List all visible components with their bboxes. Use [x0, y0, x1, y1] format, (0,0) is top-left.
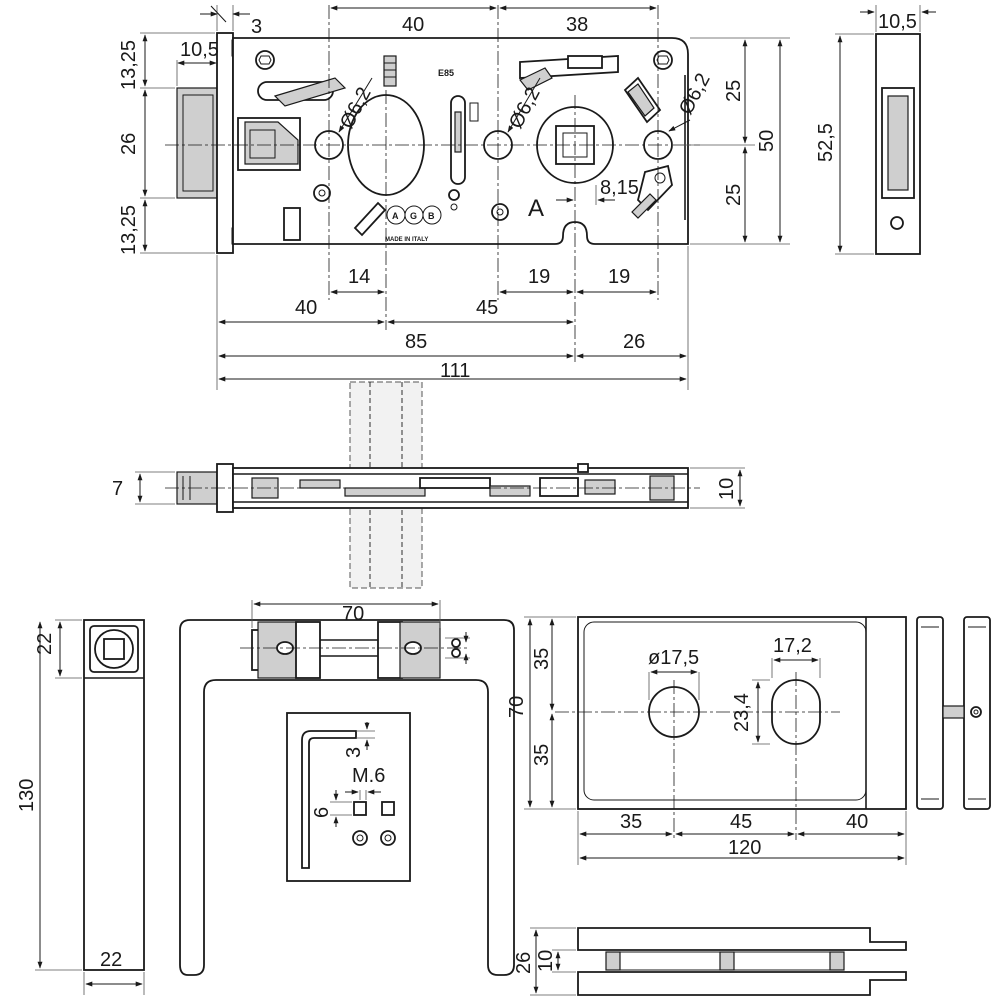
side-section-view: 7 10 — [112, 381, 745, 589]
dim-left-26: 26 — [118, 133, 140, 155]
dim-left-1325-bottom: 13,25 — [118, 205, 140, 255]
dim-bottom-40: 40 — [295, 297, 317, 319]
dim-rosette-172: 17,2 — [773, 635, 812, 657]
dim-handle-22-top: 22 — [34, 633, 56, 655]
dim-bottom-section-26: 26 — [513, 952, 535, 974]
cam-letter: A — [528, 195, 544, 222]
rosette-plate — [577, 616, 907, 810]
dim-key-3: 3 — [343, 747, 365, 758]
dim-left-105: 10,5 — [180, 39, 219, 61]
dim-faceplate-105: 10,5 — [878, 11, 917, 33]
dim-bottom-19b: 19 — [608, 266, 630, 288]
dim-left-1325-top: 13,25 — [118, 40, 140, 90]
dim-bottom-45: 45 — [476, 297, 498, 319]
dim-bottom-19a: 19 — [528, 266, 550, 288]
svg-text:G: G — [410, 211, 417, 221]
dim-section-10: 10 — [716, 478, 738, 500]
dim-cam-815: 8,15 — [600, 177, 639, 199]
svg-text:A: A — [392, 211, 399, 221]
handle-u-view: 70 — [179, 600, 515, 976]
dim-rosette-35-bottom: 35 — [531, 744, 553, 766]
rivet-mid — [491, 203, 509, 221]
dim-bottom-85: 85 — [405, 331, 427, 353]
dim-rosette-35-top: 35 — [531, 648, 553, 670]
rosette-side-left — [916, 616, 944, 810]
dim-bottom-111: 111 — [440, 360, 470, 382]
rosette-view: ø17,5 17,2 23,4 35 35 70 35 45 40 120 — [506, 616, 907, 865]
dim-rosette-175: ø17,5 — [648, 647, 699, 669]
dim-rosette-b120: 120 — [728, 837, 761, 859]
origin-label: MADE IN ITALY — [385, 237, 428, 243]
screw-top-right — [653, 50, 673, 70]
dim-handle-22-bottom: 22 — [100, 949, 122, 971]
rivet-left — [313, 184, 331, 202]
dim-rosette-b40: 40 — [846, 811, 868, 833]
dim-section-7: 7 — [112, 478, 123, 500]
handle-side-view: 22 130 22 — [16, 619, 145, 995]
screw-top-left — [255, 50, 275, 70]
svg-text:B: B — [428, 211, 435, 221]
dim-rosette-70: 70 — [506, 696, 528, 718]
lock-body-view: E85 A G B MADE IN ITALY A — [118, 5, 790, 390]
bottom-section-view: 26 10 — [513, 927, 907, 996]
latch-bolt — [176, 87, 218, 199]
dim-right-50: 50 — [756, 130, 778, 152]
dim-rosette-234: 23,4 — [731, 693, 753, 732]
dim-top-40: 40 — [402, 14, 424, 36]
bottom-section-upper — [577, 927, 907, 951]
bottom-section-lower — [577, 971, 907, 996]
key-card-view: 3 M.6 6 — [286, 712, 411, 882]
front-plate — [216, 32, 234, 254]
dim-bottom-14: 14 — [348, 266, 370, 288]
dim-rosette-b45: 45 — [730, 811, 752, 833]
dim-bottom-section-10: 10 — [535, 950, 557, 972]
agb-logo: A G B — [386, 205, 442, 225]
dim-handle-130: 130 — [16, 779, 38, 812]
dim-top-3: 3 — [251, 16, 262, 38]
dim-rosette-b35: 35 — [620, 811, 642, 833]
dim-key-m6: M.6 — [352, 765, 385, 787]
dim-top-38: 38 — [566, 14, 588, 36]
dim-key-6: 6 — [311, 807, 333, 818]
dim-right-25-bottom: 25 — [723, 184, 745, 206]
dim-right-25-top: 25 — [723, 80, 745, 102]
model-label: E85 — [438, 68, 454, 78]
faceplate-view: 10,5 52,5 — [815, 5, 936, 255]
handle-u-outline — [179, 619, 515, 976]
dim-handle-70: 70 — [342, 603, 364, 625]
dim-bottom-26: 26 — [623, 331, 645, 353]
dim-faceplate-525: 52,5 — [815, 123, 837, 162]
rosette-side-views — [916, 616, 991, 810]
